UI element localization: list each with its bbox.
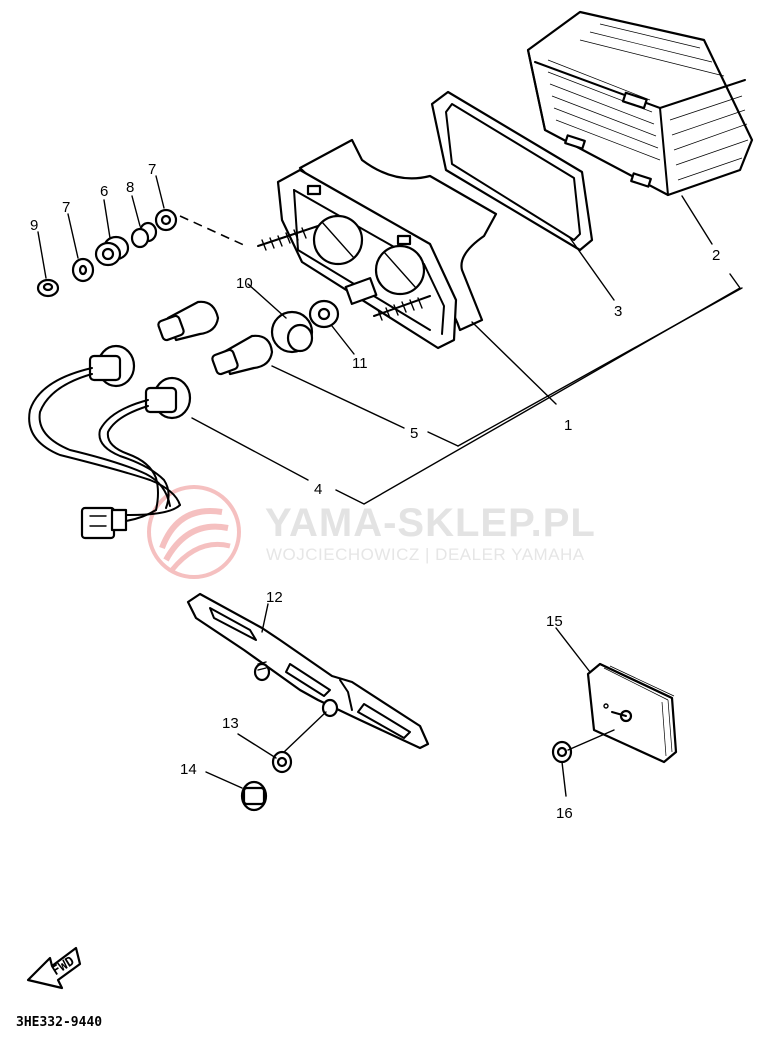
watermark: YAMA-SKLEP.PL WOJCIECHOWICZ | DEALER YAM… bbox=[147, 485, 596, 579]
callout-15: 15 bbox=[546, 613, 563, 630]
part-collar-8 bbox=[130, 221, 158, 249]
part-nut-13 bbox=[271, 750, 293, 774]
part-gasket bbox=[430, 90, 594, 252]
callout-9: 9 bbox=[30, 217, 38, 234]
callout-11: 11 bbox=[352, 355, 368, 372]
part-lens bbox=[526, 10, 754, 197]
fwd-arrow: FWD bbox=[26, 946, 82, 990]
callout-16: 16 bbox=[556, 805, 573, 822]
assembly-dashed-line bbox=[179, 215, 247, 247]
part-nut-16 bbox=[551, 740, 573, 764]
callout-10: 10 bbox=[236, 275, 253, 292]
part-bolt-12a bbox=[253, 661, 271, 682]
callout-4: 4 bbox=[314, 481, 322, 498]
watermark-logo bbox=[147, 485, 241, 579]
part-nut-9 bbox=[36, 278, 60, 298]
callout-8: 8 bbox=[126, 179, 134, 196]
part-housing bbox=[257, 138, 498, 350]
diagram-code: 3HE332-9440 bbox=[16, 1015, 102, 1030]
callout-2: 2 bbox=[712, 247, 720, 264]
watermark-subtitle: WOJCIECHOWICZ | DEALER YAMAHA bbox=[266, 545, 585, 564]
callout-3: 3 bbox=[614, 303, 622, 320]
callout-1: 1 bbox=[564, 417, 572, 434]
callout-7a: 7 bbox=[62, 199, 70, 216]
part-socket-wiring bbox=[28, 344, 192, 540]
leader-lines bbox=[37, 175, 743, 797]
part-washer-7b bbox=[154, 208, 178, 232]
part-grommet-10 bbox=[270, 310, 314, 354]
part-washer-7a bbox=[71, 257, 95, 283]
callout-5: 5 bbox=[410, 425, 418, 442]
callout-13: 13 bbox=[222, 715, 239, 732]
callout-7b: 7 bbox=[148, 161, 156, 178]
callout-labels: 1 2 3 4 5 6 7 7 8 9 10 11 12 13 14 15 16 bbox=[30, 161, 720, 822]
part-bulb-lower bbox=[211, 334, 274, 376]
part-bulb-upper bbox=[157, 300, 220, 342]
part-nut-14 bbox=[240, 780, 268, 812]
part-grommet-6 bbox=[94, 235, 130, 267]
part-reflector bbox=[586, 662, 678, 764]
callout-6: 6 bbox=[100, 183, 108, 200]
part-washer-11 bbox=[308, 299, 340, 329]
watermark-title: YAMA-SKLEP.PL bbox=[265, 501, 596, 545]
callout-14: 14 bbox=[180, 761, 197, 778]
callout-12: 12 bbox=[266, 589, 283, 606]
